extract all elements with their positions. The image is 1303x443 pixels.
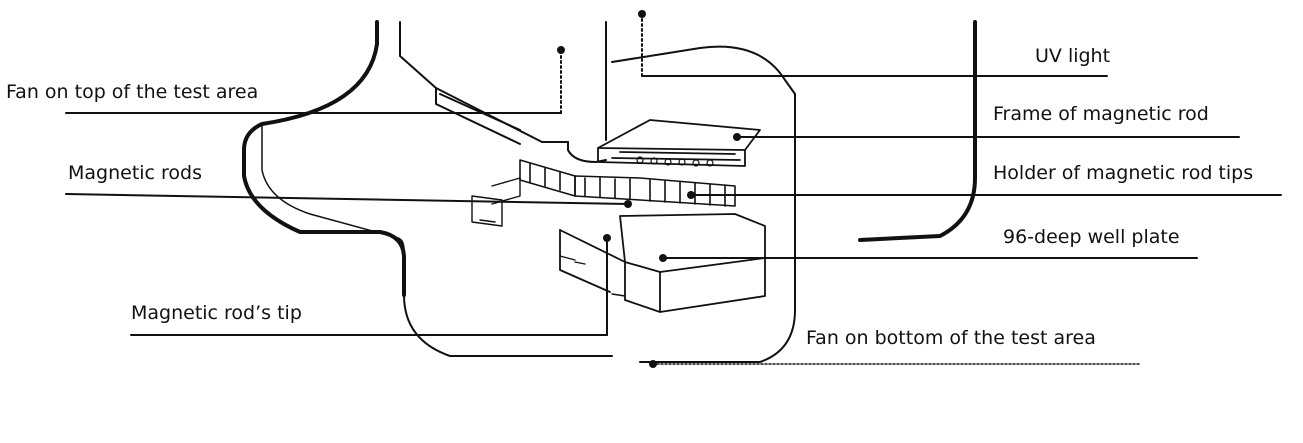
label-holder-of-rod-tips: Holder of magnetic rod tips [993, 162, 1254, 184]
top-housing [399, 21, 607, 163]
label-96-deep-well-plate: 96-deep well plate [1003, 226, 1180, 248]
instrument-body [242, 20, 977, 363]
label-uv-light: UV light [1035, 45, 1111, 67]
label-magnetic-rod-tip: Magnetic rod’s tip [131, 302, 302, 324]
label-fan-bottom: Fan on bottom of the test area [806, 327, 1096, 349]
leader-lines [65, 10, 1282, 368]
label-fan-top: Fan on top of the test area [6, 81, 259, 103]
rod-tip-holder [519, 159, 736, 207]
magnetic-rod-frame [597, 119, 761, 167]
label-magnetic-rods: Magnetic rods [68, 162, 203, 184]
base-details [471, 177, 626, 297]
well-plate [559, 213, 766, 313]
label-frame-of-magnetic-rod: Frame of magnetic rod [993, 103, 1209, 125]
